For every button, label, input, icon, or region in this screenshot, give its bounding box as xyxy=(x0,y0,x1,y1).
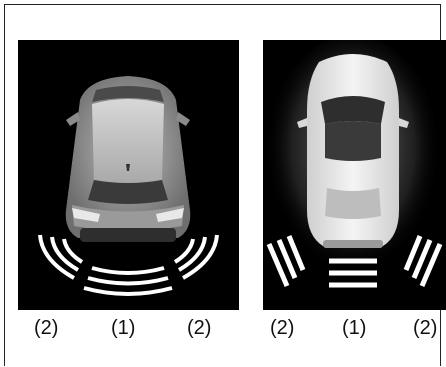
right-label-center-zone: (1) xyxy=(342,318,366,338)
car-rear-body xyxy=(66,76,191,242)
sensor-zone-left xyxy=(40,235,82,278)
sensor-zone-center xyxy=(84,268,172,294)
top-view-illustration xyxy=(263,40,446,310)
right-label-left-zone: (2) xyxy=(270,318,294,338)
car-top-body xyxy=(297,54,409,248)
rear-view-illustration xyxy=(18,40,239,310)
left-label-left-zone: (2) xyxy=(34,318,58,338)
right-label-right-zone: (2) xyxy=(413,318,437,338)
top-view-panel xyxy=(263,40,446,310)
sensor-zone-right xyxy=(175,235,217,278)
rear-view-panel xyxy=(18,40,239,310)
left-label-center-zone: (1) xyxy=(111,318,135,338)
left-label-right-zone: (2) xyxy=(187,318,211,338)
